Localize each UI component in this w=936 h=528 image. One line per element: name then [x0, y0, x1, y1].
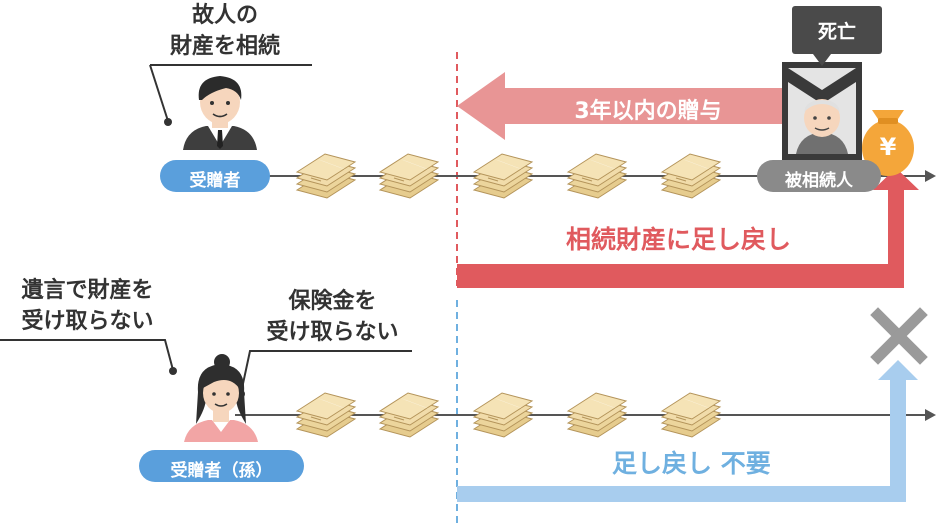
death-tag	[792, 6, 882, 54]
cross-icon	[870, 307, 928, 365]
no-add-back-label: 足し戻し 不要	[612, 449, 771, 478]
death-label: 死亡	[817, 21, 856, 43]
return-arrow-red	[457, 168, 919, 288]
deceased-portrait-icon	[782, 62, 862, 160]
label-pill-grandchild	[139, 450, 304, 482]
insurance-caption-line-2: 受け取らない	[266, 320, 399, 345]
money-icon	[567, 392, 627, 438]
label-pill-decedent	[757, 160, 881, 192]
money-icon	[296, 392, 356, 438]
money-icon	[473, 392, 533, 438]
recipient-label: 受贈者	[189, 171, 241, 191]
will-caption-line-1: 遺言で財産を	[21, 278, 154, 303]
grandchild-label: 受贈者（孫）	[170, 461, 273, 481]
decedent-label: 被相続人	[785, 171, 853, 191]
will-caption-line-2: 受け取らない	[21, 309, 154, 334]
top-caption-line-1: 故人の	[191, 3, 258, 28]
money-icon	[661, 392, 721, 438]
woman-avatar-icon	[184, 354, 258, 442]
money-bag-icon	[862, 110, 914, 176]
top-caption-line-2: 財産を相続	[169, 34, 280, 59]
money-icon	[473, 153, 533, 199]
insurance-caption-line-1: 保険金を	[288, 289, 377, 314]
money-icon	[567, 153, 627, 199]
gift-arrow-label: 3年以内の贈与	[574, 99, 722, 124]
yen-symbol: ¥	[879, 133, 897, 161]
money-icon	[661, 153, 721, 199]
gift-arrow	[457, 72, 782, 140]
money-icon	[296, 153, 356, 199]
money-icon	[379, 392, 439, 438]
money-icon	[379, 153, 439, 199]
return-arrow-blue	[457, 360, 918, 502]
label-pill-recipient	[160, 160, 270, 192]
man-avatar-icon	[183, 76, 257, 150]
add-back-label: 相続財産に足し戻し	[566, 225, 792, 254]
